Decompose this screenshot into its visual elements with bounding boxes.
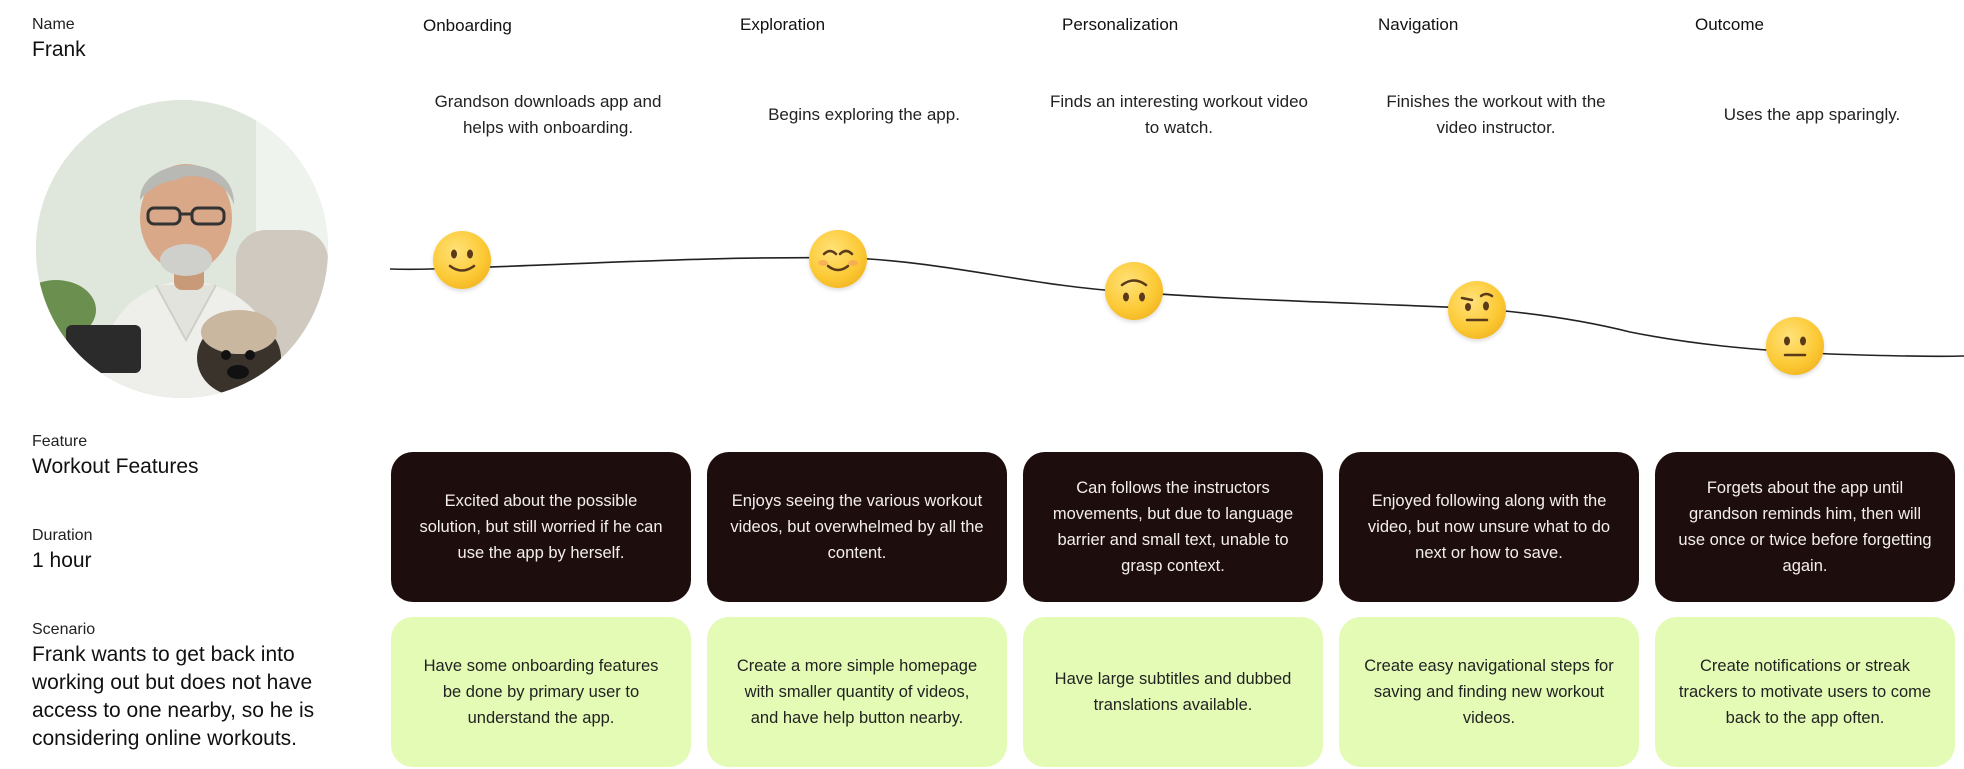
- upside-down-face-icon: [1105, 262, 1163, 320]
- name-label: Name: [32, 16, 75, 33]
- stage-description-outcome: Uses the app sparingly.: [1723, 105, 1901, 124]
- stage-title-exploration: Exploration: [740, 15, 826, 34]
- opportunity-card-outcome: Create notifications or streak trackers …: [1655, 617, 1955, 767]
- feature-label: Feature: [32, 433, 88, 450]
- persona-name: Frank: [32, 38, 86, 61]
- smiling-face-icon: [809, 230, 867, 288]
- stage-description-exploration: Begins exploring the app.: [768, 105, 960, 124]
- neutral-face-icon: [1766, 317, 1824, 375]
- raised-eyebrow-face-icon: [1448, 281, 1506, 339]
- stage-description-onboarding: Grandson downloads app and helps with on…: [434, 92, 662, 137]
- opportunity-card-navigation: Create easy navigational steps for savin…: [1339, 617, 1639, 767]
- feeling-card-navigation: Enjoyed following along with the video, …: [1339, 452, 1639, 602]
- feature-value: Workout Features: [32, 455, 199, 478]
- duration-value: 1 hour: [32, 549, 92, 572]
- feeling-card-onboarding: Excited about the possible solution, but…: [391, 452, 691, 602]
- scenario-label: Scenario: [32, 621, 96, 638]
- duration-label: Duration: [32, 527, 93, 544]
- emotion-curve: [390, 256, 1964, 358]
- opportunity-card-exploration: Create a more simple homepage with small…: [707, 617, 1007, 767]
- feeling-card-personalization: Can follows the instructors movements, b…: [1023, 452, 1323, 602]
- persona-avatar: [36, 100, 328, 398]
- stage-title-outcome: Outcome: [1695, 15, 1764, 34]
- feeling-card-exploration: Enjoys seeing the various workout videos…: [707, 452, 1007, 602]
- scenario-value: Frank wants to get back into working out…: [32, 643, 315, 750]
- opportunity-card-personalization: Have large subtitles and dubbed translat…: [1023, 617, 1323, 767]
- opportunity-card-onboarding: Have some onboarding features be done by…: [391, 617, 691, 767]
- feeling-card-outcome: Forgets about the app until grandson rem…: [1655, 452, 1955, 602]
- stage-title-onboarding: Onboarding: [423, 16, 512, 35]
- slightly-smiling-face-icon: [433, 231, 491, 289]
- stage-description-navigation: Finishes the workout with the video inst…: [1386, 92, 1606, 137]
- stage-title-personalization: Personalization: [1062, 15, 1179, 34]
- stage-title-navigation: Navigation: [1378, 15, 1459, 34]
- stage-description-personalization: Finds an interesting workout video to wa…: [1050, 92, 1308, 137]
